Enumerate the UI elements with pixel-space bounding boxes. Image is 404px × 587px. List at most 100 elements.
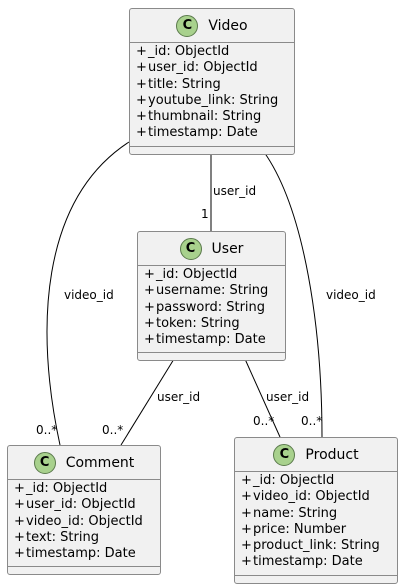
visibility-marker: + — [241, 505, 252, 521]
class-field: +username: String — [144, 283, 285, 299]
class-product-methods — [235, 576, 397, 583]
class-field: +timestamp: Date — [136, 125, 294, 141]
class-comment-fields: +_id: ObjectId +user_id: ObjectId +video… — [8, 480, 160, 568]
class-field: +password: String — [144, 300, 285, 316]
class-field: +thumbnail: String — [136, 109, 294, 125]
class-comment-name: Comment — [65, 454, 135, 471]
edge-user-comment — [120, 358, 175, 446]
field-text: user_id: ObjectId — [148, 60, 258, 76]
class-comment-header: C Comment — [8, 446, 160, 480]
class-video-fields: +_id: ObjectId +user_id: ObjectId +title… — [130, 43, 294, 147]
class-field: +youtube_link: String — [136, 93, 294, 109]
class-user-methods — [138, 353, 285, 360]
label-video-user: user_id — [213, 184, 257, 198]
label-video-comment: video_id — [64, 288, 114, 302]
field-text: youtube_link: String — [148, 92, 279, 108]
class-comment-methods — [8, 567, 160, 574]
class-badge-icon: C — [179, 237, 202, 260]
field-text: title: String — [148, 76, 221, 92]
visibility-marker: + — [241, 554, 252, 570]
class-field: +_id: ObjectId — [144, 267, 285, 283]
class-field: +video_id: ObjectId — [14, 514, 160, 530]
multiplicity-product-user: 0..* — [253, 414, 275, 428]
field-text: _id: ObjectId — [148, 44, 230, 59]
field-text: username: String — [156, 283, 269, 299]
class-field: +title: String — [136, 77, 294, 93]
field-text: password: String — [156, 299, 266, 315]
field-text: token: String — [156, 315, 240, 331]
class-field: +timestamp: Date — [144, 332, 285, 348]
field-text: user_id: ObjectId — [26, 497, 136, 513]
field-text: name: String — [253, 505, 338, 521]
field-text: timestamp: Date — [26, 546, 136, 562]
class-user-header: C User — [138, 232, 285, 266]
field-text: timestamp: Date — [148, 125, 258, 141]
visibility-marker: + — [144, 315, 155, 331]
visibility-marker: + — [241, 473, 252, 488]
class-video-methods — [130, 147, 294, 154]
multiplicity-comment-user: 0..* — [102, 423, 124, 437]
class-user-fields: +_id: ObjectId +username: String +passwo… — [138, 266, 285, 354]
field-text: video_id: ObjectId — [253, 489, 370, 505]
class-product-header: C Product — [235, 438, 397, 472]
visibility-marker: + — [136, 125, 147, 141]
class-product: C Product +_id: ObjectId +video_id: Obje… — [234, 437, 398, 584]
visibility-marker: + — [136, 76, 147, 92]
field-text: video_id: ObjectId — [26, 513, 143, 529]
class-field: +_id: ObjectId — [136, 44, 294, 60]
multiplicity-user-one: 1 — [201, 207, 209, 221]
class-video-name: Video — [208, 17, 248, 34]
visibility-marker: + — [144, 332, 155, 348]
label-video-product: video_id — [326, 288, 376, 302]
field-text: text: String — [26, 529, 99, 545]
multiplicity-comment-video: 0..* — [36, 423, 58, 437]
class-product-fields: +_id: ObjectId +video_id: ObjectId +name… — [235, 472, 397, 576]
class-field: +user_id: ObjectId — [136, 60, 294, 76]
class-video: C Video +_id: ObjectId +user_id: ObjectI… — [129, 8, 295, 155]
visibility-marker: + — [14, 513, 25, 529]
field-text: price: Number — [253, 521, 347, 537]
visibility-marker: + — [14, 481, 25, 496]
label-user-product: user_id — [266, 390, 310, 404]
class-comment: C Comment +_id: ObjectId +user_id: Objec… — [7, 445, 161, 576]
visibility-marker: + — [144, 283, 155, 299]
visibility-marker: + — [144, 299, 155, 315]
class-badge-icon: C — [176, 14, 199, 37]
visibility-marker: + — [136, 92, 147, 108]
visibility-marker: + — [14, 529, 25, 545]
class-field: +video_id: ObjectId — [241, 489, 397, 505]
visibility-marker: + — [136, 60, 147, 76]
field-text: timestamp: Date — [253, 554, 363, 570]
multiplicity-product-video: 0..* — [301, 414, 323, 428]
class-user: C User +_id: ObjectId +username: String … — [137, 231, 286, 362]
visibility-marker: + — [136, 44, 147, 59]
visibility-marker: + — [14, 497, 25, 513]
visibility-marker: + — [241, 538, 252, 554]
class-field: +user_id: ObjectId — [14, 497, 160, 513]
visibility-marker: + — [241, 521, 252, 537]
field-text: _id: ObjectId — [253, 473, 335, 488]
class-field: +_id: ObjectId — [14, 481, 160, 497]
class-field: +timestamp: Date — [241, 554, 397, 570]
class-field: +name: String — [241, 506, 397, 522]
class-video-header: C Video — [130, 9, 294, 43]
visibility-marker: + — [14, 546, 25, 562]
visibility-marker: + — [144, 267, 155, 282]
class-field: +text: String — [14, 530, 160, 546]
field-text: _id: ObjectId — [26, 481, 108, 496]
edge-video-product — [263, 151, 323, 438]
field-text: timestamp: Date — [156, 332, 266, 348]
class-field: +timestamp: Date — [14, 546, 160, 562]
class-field: +price: Number — [241, 522, 397, 538]
field-text: _id: ObjectId — [156, 267, 238, 282]
class-product-name: Product — [305, 446, 359, 463]
class-field: +_id: ObjectId — [241, 473, 397, 489]
field-text: product_link: String — [253, 538, 380, 554]
class-field: +token: String — [144, 316, 285, 332]
visibility-marker: + — [136, 109, 147, 125]
edge-video-comment — [46, 141, 130, 446]
class-badge-icon: C — [33, 451, 56, 474]
class-user-name: User — [211, 240, 244, 257]
